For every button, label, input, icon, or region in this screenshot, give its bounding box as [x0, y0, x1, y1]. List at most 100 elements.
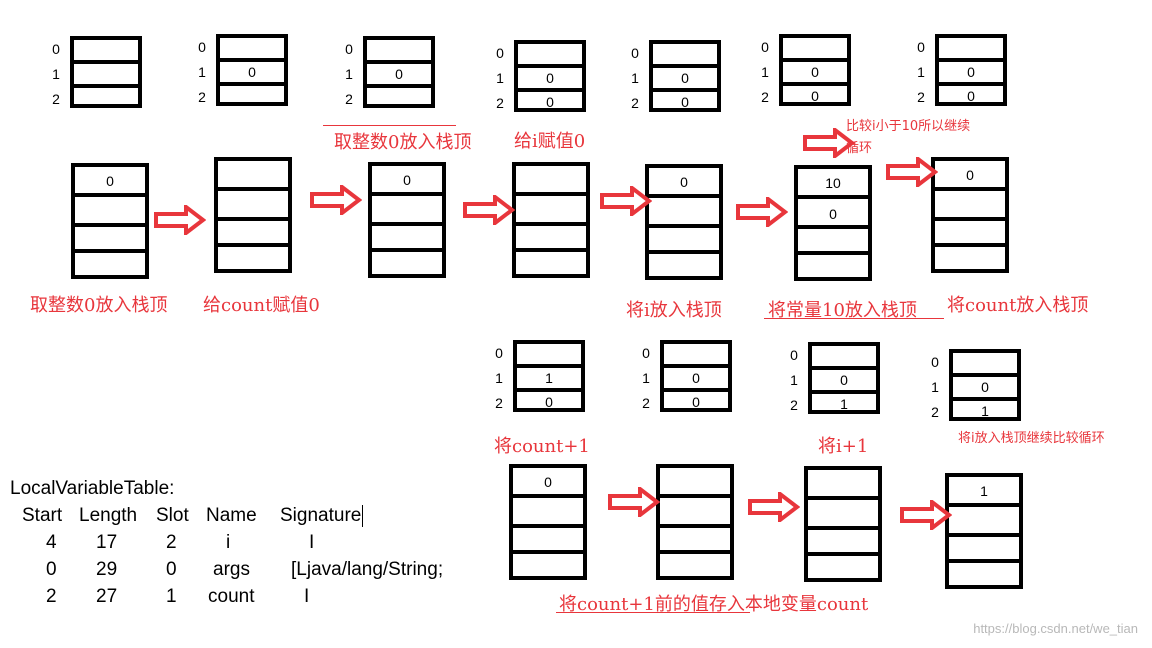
slot-index: 2	[345, 91, 353, 107]
frame-divider	[363, 60, 435, 64]
slot-index: 0	[931, 354, 939, 370]
stack-divider	[804, 496, 882, 500]
stack-value: 0	[829, 206, 837, 222]
stack-divider	[945, 503, 1023, 507]
slot-index: 2	[642, 395, 650, 411]
flow-arrow-icon	[600, 186, 652, 216]
operand-stack: 0	[368, 162, 446, 278]
stack-divider	[368, 222, 446, 226]
stack-value	[949, 537, 1019, 559]
stack-value	[516, 252, 586, 274]
flow-arrow-icon	[748, 492, 800, 522]
stack-value: 0	[403, 172, 411, 188]
stack-value	[935, 247, 1005, 269]
header-slot: Slot	[156, 505, 189, 526]
slot-value	[939, 37, 1003, 59]
stack-divider	[71, 193, 149, 197]
stack-value	[935, 195, 1005, 217]
label-compare-i: 比较i小于10所以继续循环	[846, 119, 971, 156]
stack-value	[808, 504, 878, 526]
slot-value	[74, 63, 138, 85]
stack-value	[513, 528, 583, 550]
stack-divider	[368, 192, 446, 196]
frame-divider	[949, 397, 1021, 401]
stack-divider	[645, 224, 723, 228]
cell-name: args	[213, 559, 250, 580]
slot-index: 1	[790, 372, 798, 388]
stack-value	[808, 473, 878, 495]
slot-index: 1	[642, 370, 650, 386]
frame-divider	[216, 82, 288, 86]
slot-index: 0	[917, 39, 925, 55]
stack-value: 0	[680, 174, 688, 190]
frame-divider	[808, 366, 880, 370]
flow-arrow-icon	[900, 500, 952, 530]
slot-index: 2	[496, 95, 504, 111]
stack-value	[649, 202, 719, 224]
operand-stack: 0	[71, 163, 149, 279]
stack-value	[949, 563, 1019, 585]
stack-divider	[509, 550, 587, 554]
slot-index: 1	[761, 64, 769, 80]
cell-signature: I	[309, 532, 315, 553]
slot-value: 0	[395, 66, 403, 82]
label-assign-i: 给i赋值0	[514, 131, 586, 152]
cell-slot: 2	[166, 532, 177, 553]
stack-divider	[794, 195, 872, 199]
slot-value: 1	[840, 396, 848, 412]
cell-slot: 0	[166, 559, 177, 580]
table-title: LocalVariableTable:	[10, 478, 175, 499]
stack-divider	[931, 187, 1009, 191]
slot-value: 0	[681, 70, 689, 86]
operand-stack: 0	[509, 464, 587, 580]
stack-value	[372, 200, 442, 222]
operand-stack	[512, 162, 590, 278]
slot-value	[367, 87, 431, 109]
stack-divider	[945, 533, 1023, 537]
slot-index: 2	[52, 91, 60, 107]
stack-divider	[645, 250, 723, 254]
stack-value: 0	[544, 474, 552, 490]
slot-index: 0	[345, 41, 353, 57]
slot-index: 0	[52, 41, 60, 57]
slot-value	[367, 39, 431, 61]
label-push-count: 将count放入栈顶	[947, 295, 1089, 316]
frame-divider	[513, 364, 585, 368]
slot-index: 2	[631, 95, 639, 111]
stack-value	[218, 164, 288, 186]
stack-value	[935, 221, 1005, 243]
label-push-i-loop: 将i放入栈顶继续比较循环	[958, 431, 1105, 446]
slot-value: 1	[545, 370, 553, 386]
slot-value: 0	[248, 64, 256, 80]
slot-value	[518, 43, 582, 65]
stack-value: 0	[106, 173, 114, 189]
cell-length: 17	[96, 532, 118, 553]
operand-stack: 1	[945, 473, 1023, 589]
slot-value: 0	[840, 372, 848, 388]
stack-divider	[931, 243, 1009, 247]
stack-divider	[71, 249, 149, 253]
slot-index: 1	[198, 64, 206, 80]
slot-value: 0	[546, 94, 554, 110]
header-name: Name	[206, 505, 257, 526]
label-store-count: 将count+1前的值存入本地变量count	[559, 594, 869, 615]
stack-value	[513, 502, 583, 524]
frame-divider	[779, 58, 851, 62]
frame-divider	[935, 58, 1007, 62]
stack-divider	[804, 552, 882, 556]
flow-arrow-icon	[310, 185, 362, 215]
stack-divider	[512, 248, 590, 252]
slot-value	[220, 85, 284, 107]
local-var-frame: 0	[363, 36, 435, 108]
flow-arrow-icon	[736, 197, 788, 227]
stack-value	[218, 247, 288, 269]
stack-divider	[656, 550, 734, 554]
slot-index: 0	[642, 345, 650, 361]
flow-arrow-icon	[803, 128, 855, 158]
stack-divider	[656, 524, 734, 528]
slot-value: 0	[811, 88, 819, 104]
stack-divider	[368, 248, 446, 252]
